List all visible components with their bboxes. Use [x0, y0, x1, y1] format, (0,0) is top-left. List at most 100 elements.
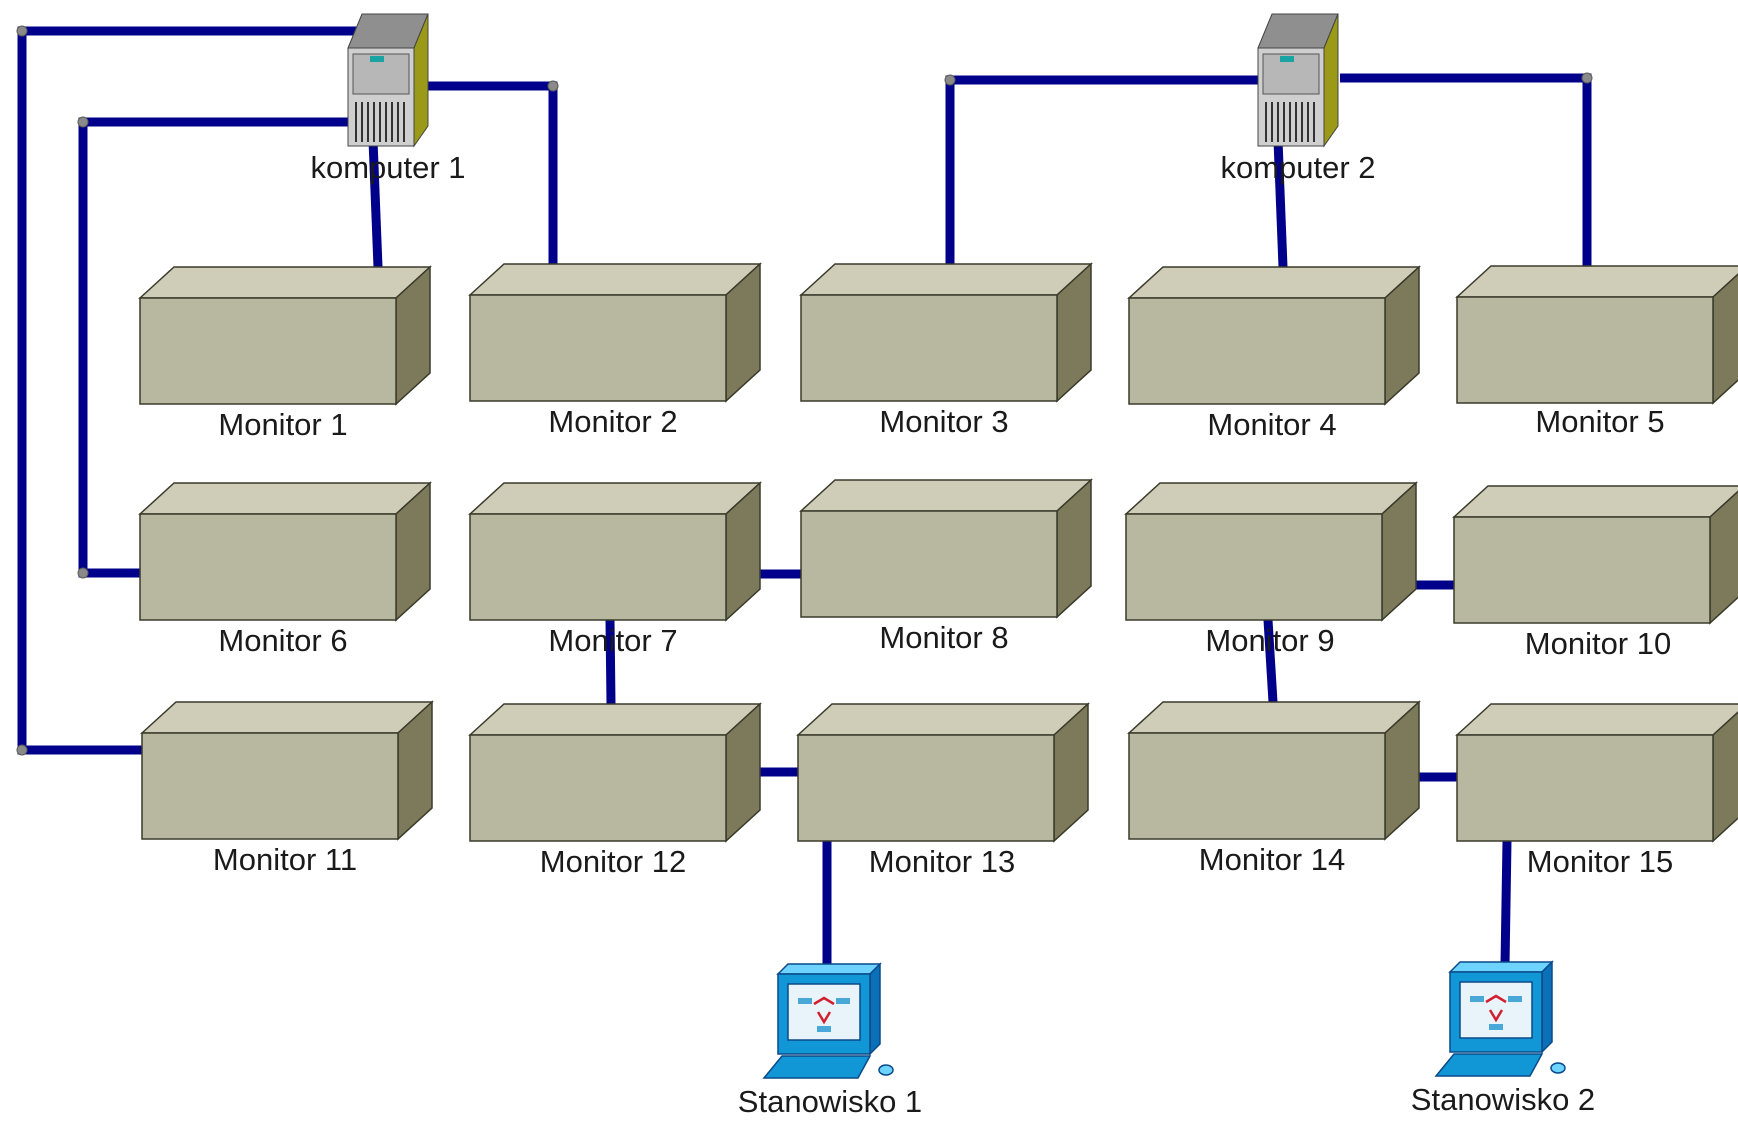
monitor-top-face: [1452, 485, 1738, 518]
connections-layer: [16, 25, 1593, 968]
screen-side: [869, 962, 881, 1056]
cable-joint: [16, 744, 28, 756]
tower-led: [370, 56, 384, 62]
computer-tower-icon[interactable]: [1257, 13, 1339, 148]
node-label: komputer 2: [1220, 150, 1375, 185]
node-label: Monitor 1: [218, 407, 347, 442]
mouse: [1550, 1062, 1566, 1074]
monitor-front-face: [1128, 732, 1386, 840]
mouse: [878, 1064, 894, 1076]
cable-m15-s2[interactable]: [1500, 840, 1512, 966]
node-label: Stanowisko 1: [738, 1084, 922, 1119]
monitor-front-face: [469, 294, 727, 402]
node-label: Monitor 4: [1207, 407, 1336, 442]
node-label: Monitor 5: [1535, 404, 1664, 439]
screen-glyph: [1508, 996, 1522, 1002]
monitor-top-face: [1127, 266, 1421, 299]
node-label: Monitor 2: [548, 404, 677, 439]
monitor-node[interactable]: [1452, 485, 1738, 625]
monitor-top-face: [1455, 703, 1738, 736]
monitor-node[interactable]: [468, 262, 762, 403]
screen-glyph: [1470, 996, 1484, 1002]
node-label: Monitor 3: [879, 404, 1008, 439]
cable-m7-m12[interactable]: [605, 619, 616, 705]
keyboard: [1434, 1053, 1544, 1077]
cable-k2-m4[interactable]: [1273, 139, 1288, 268]
cable-k1-m1[interactable]: [368, 139, 383, 268]
monitor-top-face: [468, 482, 762, 515]
monitor-top-face: [138, 266, 432, 299]
cable-k1-m6[interactable]: [78, 117, 350, 578]
monitor-top-face: [468, 703, 762, 736]
cable-joint: [77, 116, 89, 128]
cable-k2-m5[interactable]: [1340, 73, 1592, 266]
monitor-node[interactable]: [468, 481, 762, 622]
monitor-front-face: [139, 513, 397, 621]
node-label: Monitor 14: [1199, 842, 1345, 877]
monitor-node[interactable]: [140, 700, 434, 841]
node-label: komputer 1: [310, 150, 465, 185]
monitor-node[interactable]: [1455, 265, 1738, 405]
screen-arrows: [1485, 994, 1507, 1023]
monitor-node[interactable]: [138, 265, 432, 406]
monitor-front-face: [800, 510, 1058, 618]
monitor-node[interactable]: [796, 702, 1090, 843]
node-label: Monitor 6: [218, 623, 347, 658]
node-label: Monitor 11: [213, 842, 357, 877]
node-label: Monitor 10: [1525, 626, 1671, 661]
cable-joint: [77, 567, 89, 579]
workstation-icon[interactable]: [762, 962, 894, 1079]
node-label: Stanowisko 2: [1411, 1082, 1595, 1117]
monitor-node[interactable]: [1455, 703, 1738, 843]
monitor-top-face: [799, 479, 1093, 512]
monitor-node[interactable]: [799, 478, 1093, 619]
monitor-top-face: [140, 701, 434, 734]
monitor-top-face: [1127, 701, 1421, 734]
monitor-front-face: [469, 734, 727, 842]
screen-glyph: [817, 1026, 831, 1032]
cable-k2-m3[interactable]: [945, 75, 1260, 264]
monitor-front-face: [141, 732, 399, 840]
screen-top: [776, 963, 882, 975]
monitor-node[interactable]: [1127, 700, 1421, 841]
monitor-top-face: [468, 263, 762, 296]
monitor-top-face: [138, 482, 432, 515]
monitor-front-face: [469, 513, 727, 621]
monitor-front-face: [1125, 513, 1383, 621]
monitor-front-face: [800, 294, 1058, 402]
cable-m9-m14[interactable]: [1263, 619, 1278, 703]
monitor-node[interactable]: [799, 262, 1093, 403]
monitor-top-face: [799, 263, 1093, 296]
monitor-node[interactable]: [138, 481, 432, 622]
node-label: Monitor 9: [1205, 623, 1334, 658]
monitor-front-face: [1456, 734, 1714, 842]
computer-tower-icon[interactable]: [347, 13, 429, 148]
cable-joint: [944, 74, 956, 86]
screen-glyph: [1489, 1024, 1503, 1030]
cable-joint: [1581, 72, 1593, 84]
node-label: Monitor 8: [879, 620, 1008, 655]
monitor-front-face: [139, 297, 397, 405]
monitor-front-face: [1456, 296, 1714, 404]
screen-top: [1448, 961, 1554, 973]
cable-k1-m11[interactable]: [17, 26, 367, 755]
labels-layer: Monitor 1 Monitor 2 Monitor 3 Monitor 4 Moni…: [213, 150, 1673, 1119]
monitor-node[interactable]: [468, 702, 762, 843]
screen-glyph: [798, 998, 812, 1004]
keyboard: [762, 1055, 872, 1079]
cable-joint: [16, 25, 28, 37]
monitor-node[interactable]: [1124, 481, 1418, 622]
monitor-front-face: [1128, 297, 1386, 405]
monitor-node[interactable]: [1127, 265, 1421, 406]
monitor-front-face: [1453, 516, 1711, 624]
screen-glyph: [836, 998, 850, 1004]
workstation-icon[interactable]: [1434, 960, 1566, 1077]
screen-side: [1541, 960, 1553, 1054]
cable-joint: [547, 80, 559, 92]
monitor-top-face: [1124, 482, 1418, 515]
monitor-top-face: [796, 703, 1090, 736]
node-label: Monitor 15: [1527, 844, 1673, 879]
node-label: Monitor 7: [548, 623, 677, 658]
tower-led: [1280, 56, 1294, 62]
